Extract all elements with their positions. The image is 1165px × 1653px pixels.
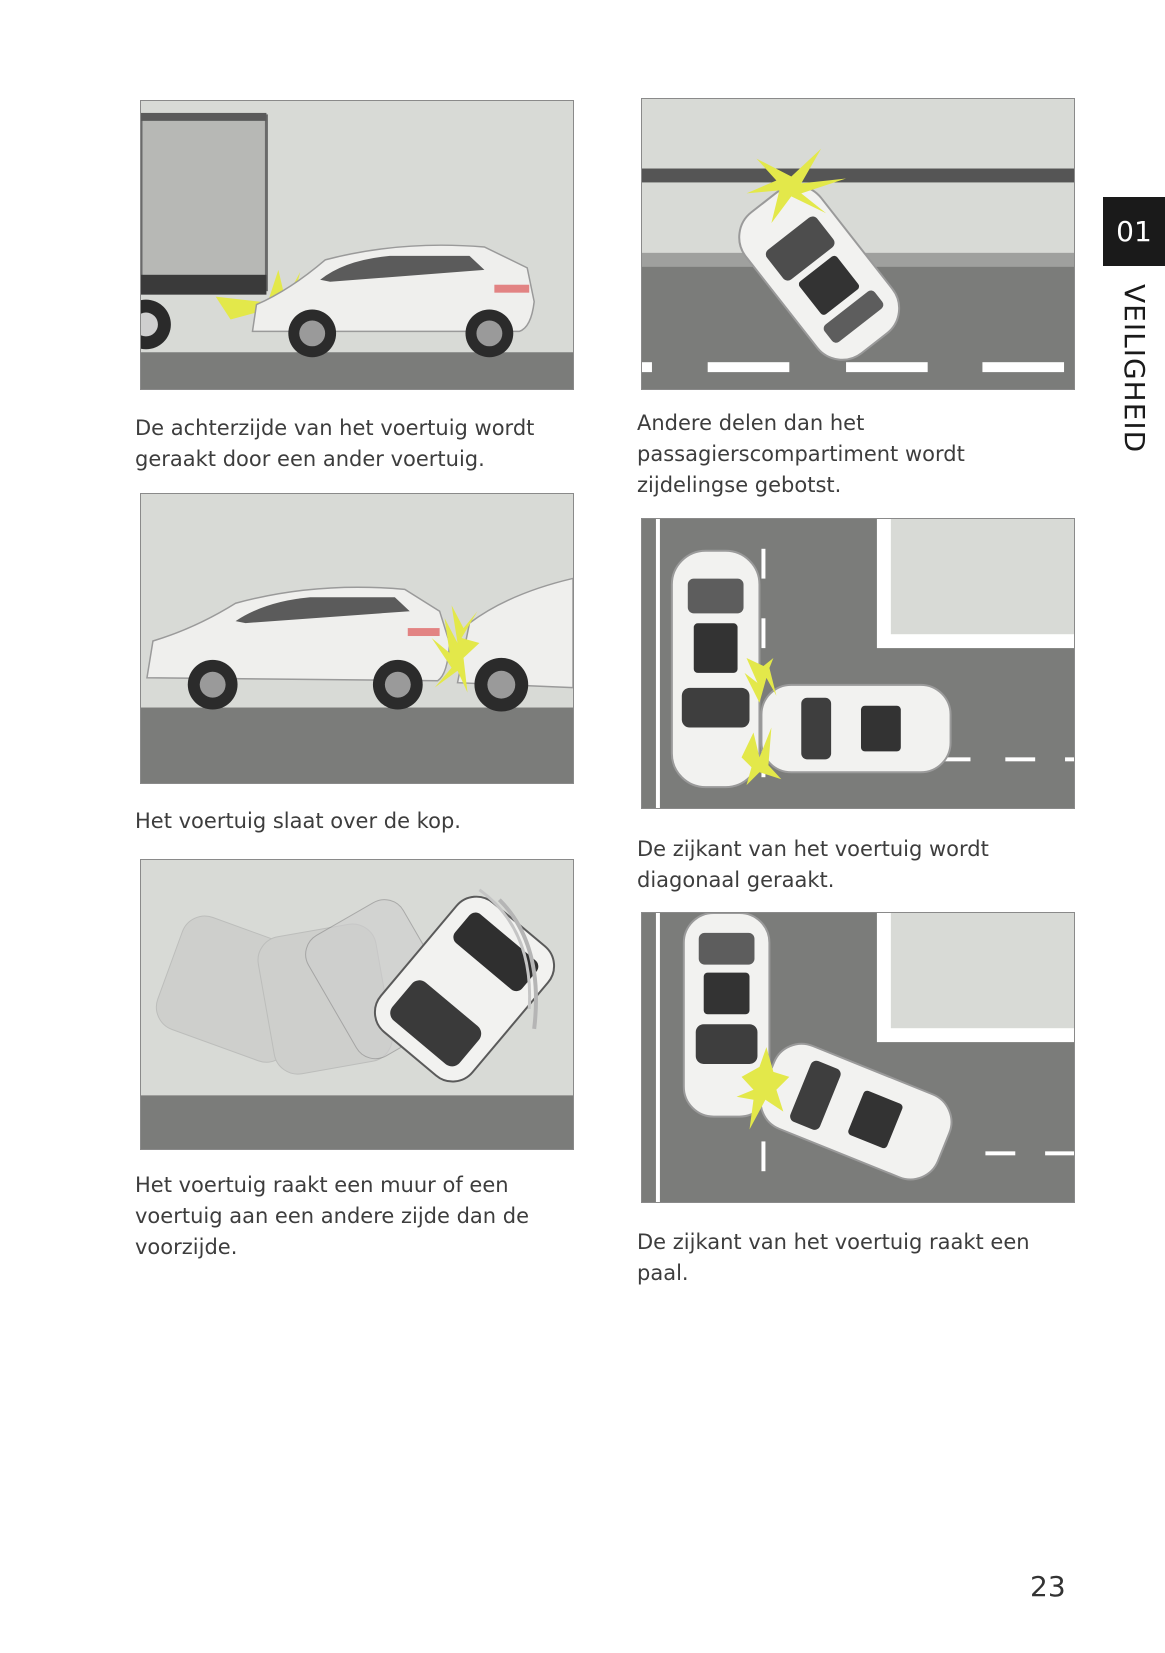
figure-rollover [140,859,574,1150]
caption-rear-impact: De achterzijde van het voertuig wordt ge… [135,416,535,471]
figure-rear-impact [140,100,574,390]
figure-diagonal-side [641,518,1075,809]
section-number-tab: 01 [1103,197,1165,266]
figure-frontal-chain [140,493,574,784]
figure-pole-side [641,912,1075,1203]
caption-frontal-chain: Het voertuig slaat over de kop. [135,809,461,833]
caption-side-non-passenger: Andere delen dan het passagierscompartim… [637,411,965,497]
figure-side-impact-non-passenger [641,98,1075,390]
caption-diagonal-side: De zijkant van het voertuig wordt diagon… [637,837,989,892]
section-title: VEILIGHEID [1118,284,1151,454]
page-number: 23 [1030,1570,1066,1603]
caption-pole-side: De zijkant van het voertuig raakt een pa… [637,1230,1030,1285]
caption-rollover: Het voertuig raakt een muur of een voert… [135,1173,530,1259]
